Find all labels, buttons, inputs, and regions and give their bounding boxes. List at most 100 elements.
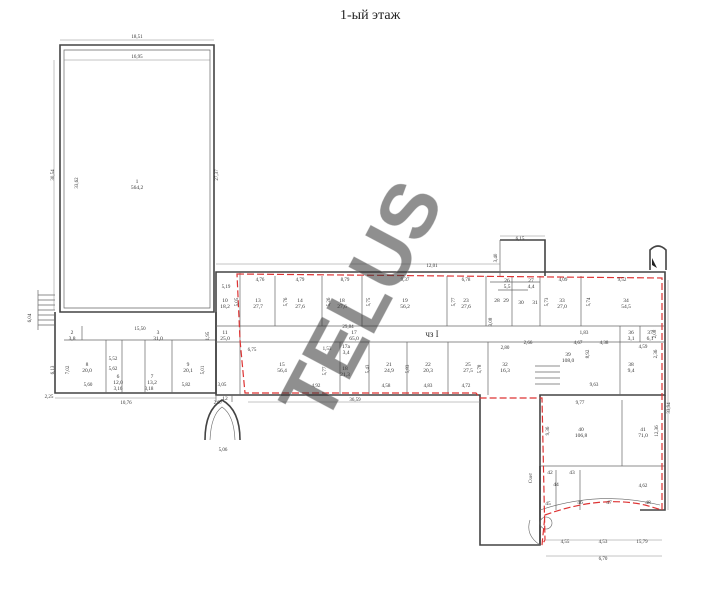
room-area: 3,1 — [628, 336, 635, 342]
dimension-label: 5,76 — [284, 297, 289, 306]
floor-title: 1-ый этаж — [340, 8, 401, 23]
room-number: 47 — [606, 500, 612, 506]
room-number: 11 — [222, 330, 228, 336]
dimension-label: 5,60 — [84, 383, 93, 388]
room-area: 65,0 — [349, 336, 359, 342]
dimension-label: 15,50 — [134, 327, 146, 332]
room-number: 38 — [628, 362, 634, 368]
dimension-label: 6,15 — [516, 237, 525, 242]
dimension-label: 4,72 — [462, 384, 471, 389]
dimension-label: 6,70 — [599, 557, 608, 562]
dimension-label: Счет — [529, 472, 534, 483]
dimension-label: 5,77 — [323, 366, 328, 375]
dimension-label: 9,36 — [546, 426, 551, 435]
room-number: 25 — [465, 362, 471, 368]
room-number: 34 — [623, 298, 629, 304]
room-area: 71,0 — [638, 433, 648, 439]
room-number: 46 — [577, 500, 583, 506]
room-number: 13 — [255, 298, 261, 304]
room-number: 45 — [545, 501, 551, 507]
dimension-label: 9,77 — [576, 401, 585, 406]
room-area: 56,4 — [277, 368, 287, 374]
dimension-label: 3,08 — [489, 317, 494, 326]
dimension-label: 4,67 — [574, 341, 583, 346]
room-area: 6,1 — [647, 336, 654, 342]
dimension-label: 18,51 — [131, 35, 143, 40]
dimension-label: 9,37 — [401, 278, 410, 283]
room-number: 30 — [518, 300, 524, 306]
dimension-label: 36,59 — [349, 398, 361, 403]
dimension-label: 4,09 — [559, 278, 568, 283]
room-area: 564,2 — [131, 185, 144, 191]
room-number: 44 — [553, 482, 559, 488]
north-arrow-icon — [652, 258, 657, 268]
dimension-label: 12,36 — [655, 425, 660, 437]
dimension-label: 6,78 — [462, 278, 471, 283]
dimension-label: 9,63 — [590, 383, 599, 388]
dimension-label: 5,73 — [545, 297, 550, 306]
room-number: 3 — [157, 330, 160, 336]
room-area: 18,2 — [220, 304, 230, 310]
room-area: 20,0 — [82, 368, 92, 374]
room-number: 23 — [463, 298, 469, 304]
dimension-label: 5,82 — [182, 383, 191, 388]
dimension-label: 2,80 — [501, 346, 510, 351]
room-area: 27,6 — [295, 304, 305, 310]
dimension-label: 6,13 — [51, 365, 56, 374]
room-area: 27,5 — [463, 368, 473, 374]
dimension-label: 3,40 — [494, 253, 499, 262]
dimension-label: 5,06 — [219, 448, 228, 453]
dimension-label: 5,43 — [366, 364, 371, 373]
dimension-label: 5,26 — [327, 297, 332, 306]
room-area: 108,0 — [562, 358, 575, 364]
room-area: 20,1 — [183, 368, 193, 374]
room-area: 9,4 — [628, 368, 635, 374]
room-number: 2 — [71, 330, 74, 336]
room-area: 16,3 — [500, 368, 510, 374]
room-number: 15 — [279, 362, 285, 368]
room-area: 3,8 — [69, 336, 76, 342]
room-number: 10 — [222, 298, 228, 304]
dimension-label: 5,19 — [222, 285, 231, 290]
dimension-label: 10,76 — [120, 401, 132, 406]
dimension-label: 2,97 — [214, 401, 223, 406]
room-number: 18 — [342, 366, 348, 372]
room-number: 41 — [640, 427, 646, 433]
room-number: 8 — [86, 362, 89, 368]
dimension-label: 4,92 — [312, 384, 321, 389]
room-number: 12 — [222, 396, 228, 402]
room-number: 32 — [502, 362, 508, 368]
dimension-label: 1,95 — [206, 331, 211, 340]
dimension-label: 27,37 — [215, 169, 220, 181]
room-number: 1 — [136, 179, 139, 185]
left-wing-walls — [37, 44, 217, 394]
dimension-label: 5,62 — [109, 367, 118, 372]
dimension-label: 6,04 — [28, 313, 33, 322]
dimension-label: 4,38 — [600, 341, 609, 346]
room-number: 17 — [351, 330, 357, 336]
room-area: 106,8 — [575, 433, 588, 439]
central-block-walls — [204, 239, 667, 546]
dimension-label: 4,58 — [382, 384, 391, 389]
dimension-label: 5,75 — [367, 297, 372, 306]
room-number: 31 — [532, 300, 538, 306]
room-number: 26 — [504, 278, 510, 284]
room-area: 27,0 — [557, 304, 567, 310]
dimension-label: 3,05 — [218, 383, 227, 388]
dimension-label: 30,54 — [51, 169, 56, 181]
room-number: 27 — [528, 278, 534, 284]
room-number: 28 — [494, 298, 500, 304]
dimension-label: 7,02 — [66, 365, 71, 374]
dimension-label: 4,76 — [256, 278, 265, 283]
room-area: 12,0 — [113, 380, 123, 386]
dimension-label: 2,36 — [654, 349, 659, 358]
room-area: 27,6 — [337, 304, 347, 310]
dimension-label: 29,84 — [342, 325, 354, 330]
dimension-lines — [53, 39, 669, 557]
room-number: 14 — [297, 298, 303, 304]
room-number: 22 — [425, 362, 431, 368]
room-number: 40 — [578, 427, 584, 433]
room-area: 13,2 — [147, 380, 157, 386]
room-number: 7 — [151, 374, 154, 380]
dimension-label: 2,08 — [653, 329, 658, 338]
